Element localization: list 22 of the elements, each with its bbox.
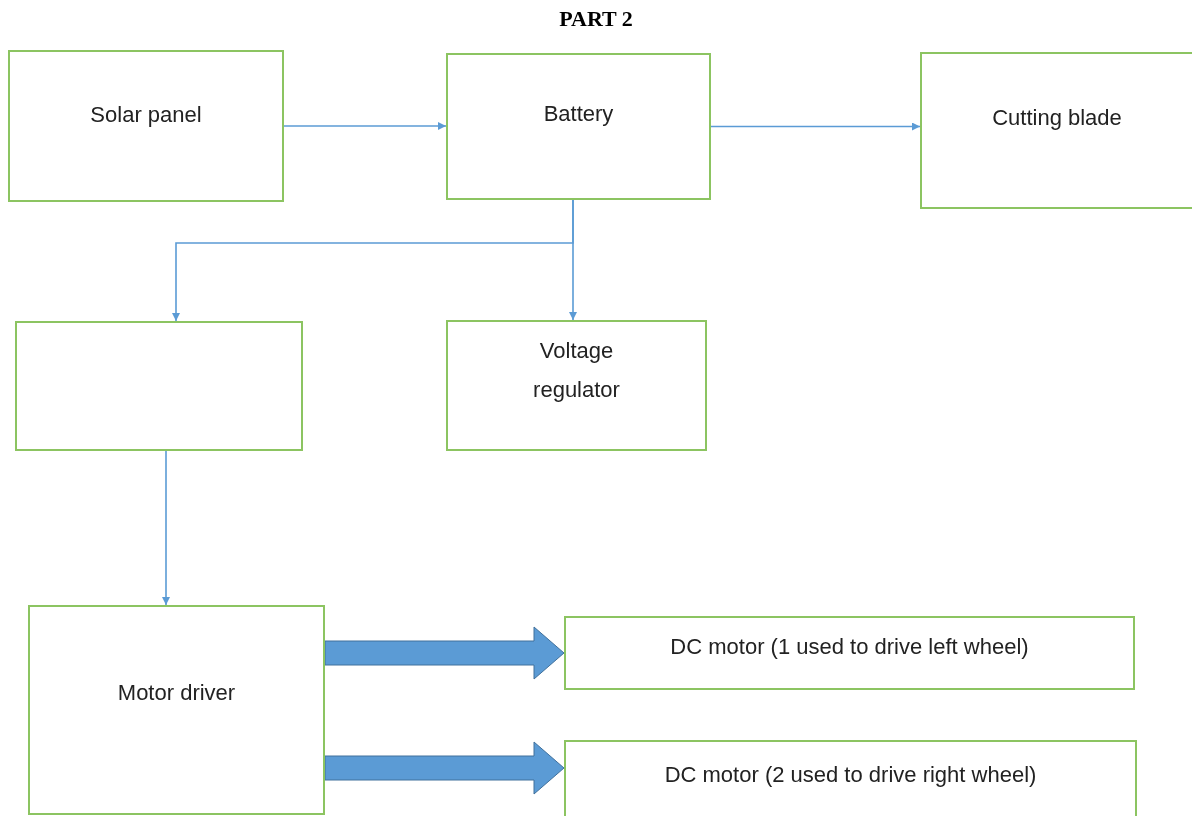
process-box bbox=[920, 52, 1192, 209]
process-box bbox=[564, 740, 1137, 816]
box-label: DC motor (2 used to drive right wheel) bbox=[664, 762, 1037, 787]
process-box bbox=[564, 616, 1135, 690]
title: PART 2 bbox=[558, 6, 634, 32]
process-box bbox=[446, 320, 707, 451]
box-label: Solar panel bbox=[90, 102, 202, 127]
block-arrow bbox=[324, 741, 565, 795]
box-label: Battery bbox=[543, 101, 614, 126]
arrow bbox=[710, 122, 921, 131]
box-label: DC motor (1 used to drive left wheel) bbox=[670, 634, 1029, 659]
box-label: Voltage regulator bbox=[533, 338, 620, 402]
arrow bbox=[162, 450, 170, 606]
process-box bbox=[446, 53, 711, 200]
box-label: Cutting blade bbox=[992, 105, 1122, 130]
empty-box bbox=[15, 321, 303, 451]
arrow bbox=[569, 199, 577, 321]
process-box bbox=[8, 50, 284, 202]
block-arrow bbox=[324, 626, 565, 680]
box-label: Motor driver bbox=[117, 680, 236, 705]
arrow bbox=[283, 122, 447, 130]
process-box bbox=[28, 605, 325, 815]
